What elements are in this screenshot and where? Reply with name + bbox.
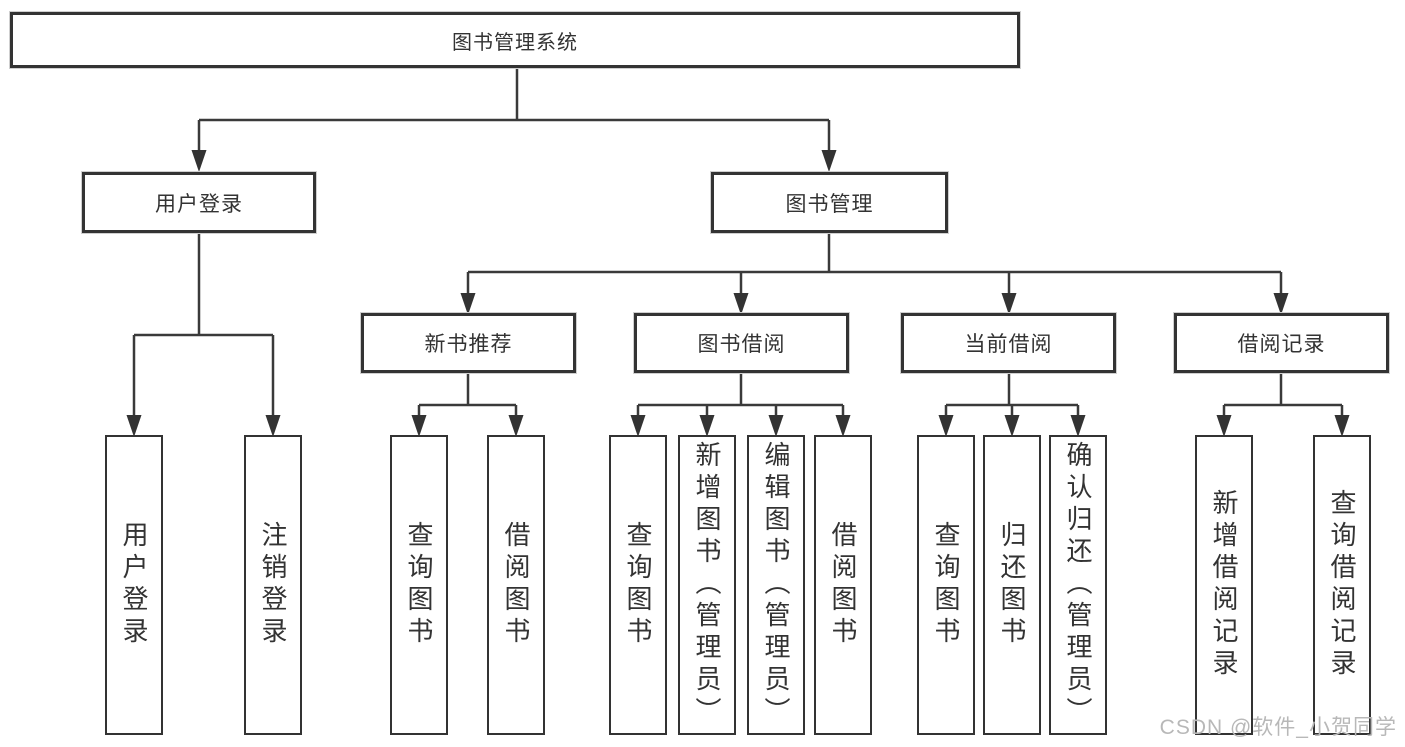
leaf-label: 新增图书（管理员） bbox=[692, 441, 722, 729]
leaf-label: 借阅图书 bbox=[501, 521, 531, 649]
leaf-edit-book-admin: 编辑图书（管理员） bbox=[747, 435, 805, 735]
leaf-logout: 注销登录 bbox=[244, 435, 302, 735]
node-current-borrow: 当前借阅 bbox=[901, 313, 1116, 373]
leaf-label: 编辑图书（管理员） bbox=[761, 441, 791, 729]
leaf-add-book-admin: 新增图书（管理员） bbox=[678, 435, 736, 735]
leaf-query-book-current: 查询图书 bbox=[917, 435, 975, 735]
node-user-login-branch: 用户登录 bbox=[82, 172, 316, 233]
leaf-query-book-borrow: 查询图书 bbox=[609, 435, 667, 735]
leaf-label: 借阅图书 bbox=[828, 521, 858, 649]
node-book-borrow: 图书借阅 bbox=[634, 313, 849, 373]
leaf-confirm-return-admin: 确认归还（管理员） bbox=[1049, 435, 1107, 735]
leaf-label: 注销登录 bbox=[258, 521, 288, 649]
node-new-book-recommend: 新书推荐 bbox=[361, 313, 576, 373]
leaf-user-login: 用户登录 bbox=[105, 435, 163, 735]
node-root-system: 图书管理系统 bbox=[10, 12, 1020, 68]
leaf-return-book: 归还图书 bbox=[983, 435, 1041, 735]
leaf-label: 用户登录 bbox=[119, 521, 149, 649]
node-borrow-records: 借阅记录 bbox=[1174, 313, 1389, 373]
leaf-borrow-book-recommend: 借阅图书 bbox=[487, 435, 545, 735]
leaf-query-book-recommend: 查询图书 bbox=[390, 435, 448, 735]
leaf-label: 查询借阅记录 bbox=[1327, 489, 1357, 681]
leaf-query-borrow-record: 查询借阅记录 bbox=[1313, 435, 1371, 735]
leaf-borrow-book: 借阅图书 bbox=[814, 435, 872, 735]
leaf-label: 查询图书 bbox=[404, 521, 434, 649]
leaf-label: 查询图书 bbox=[623, 521, 653, 649]
leaf-label: 新增借阅记录 bbox=[1209, 489, 1239, 681]
leaf-label: 归还图书 bbox=[997, 521, 1027, 649]
leaf-label: 确认归还（管理员） bbox=[1063, 441, 1093, 729]
leaf-label: 查询图书 bbox=[931, 521, 961, 649]
leaf-add-borrow-record: 新增借阅记录 bbox=[1195, 435, 1253, 735]
node-book-management-branch: 图书管理 bbox=[711, 172, 948, 233]
